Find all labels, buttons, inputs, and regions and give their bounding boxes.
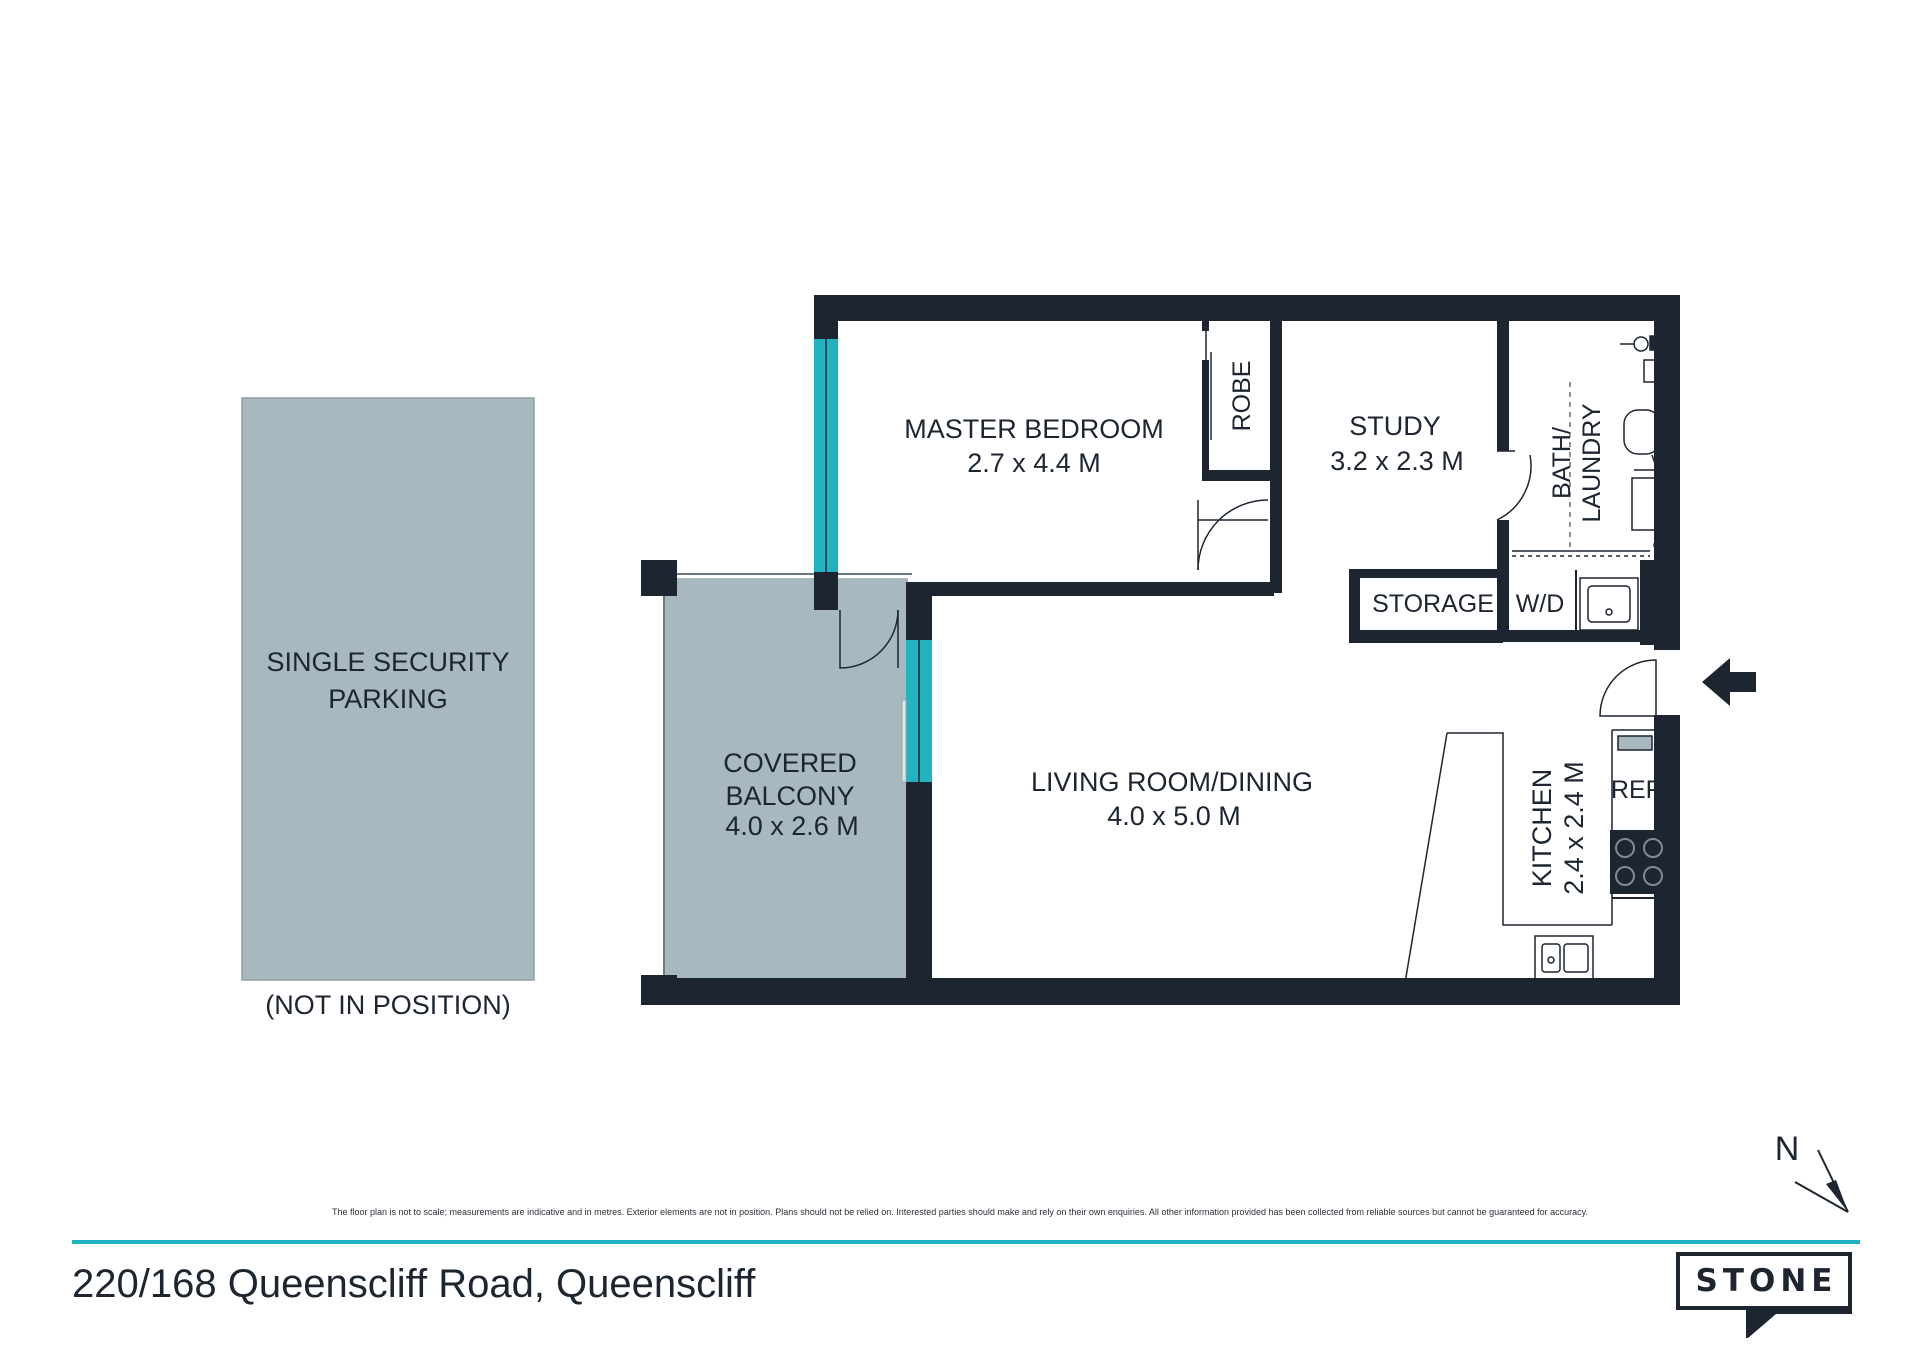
balcony-label-line2: BALCONY — [725, 781, 854, 811]
living-size: 4.0 x 5.0 M — [1107, 801, 1241, 831]
north-arrow-icon — [1794, 1149, 1849, 1213]
cooktop — [1610, 830, 1668, 894]
bath-label-line1: BATH/ — [1548, 427, 1576, 499]
storage-wd-block — [1349, 569, 1503, 643]
living-label: LIVING ROOM/DINING — [1031, 767, 1313, 797]
agency-logo: STONE — [1676, 1252, 1860, 1348]
parking-bay — [241, 397, 535, 981]
balcony-size: 4.0 x 2.6 M — [725, 811, 859, 841]
kitchen-label: KITCHEN — [1527, 769, 1557, 888]
living-window-slider — [901, 699, 907, 783]
walls — [641, 295, 1680, 1005]
laundry-tub — [1579, 577, 1639, 631]
accent-rule — [72, 1240, 1860, 1244]
study-label: STUDY — [1349, 411, 1441, 441]
balcony-label-line1: COVERED — [723, 748, 857, 778]
compass-label: N — [1775, 1130, 1800, 1168]
parking-label-line1: SINGLE SECURITY — [266, 647, 509, 677]
cooktop-burners — [1615, 838, 1663, 886]
logo-text: STONE — [1695, 1263, 1838, 1299]
entry-arrow-icon — [1702, 658, 1756, 706]
storage-label: STORAGE — [1372, 590, 1494, 618]
parking-label-line2: PARKING — [328, 684, 448, 714]
door-swings — [839, 450, 1657, 717]
master-bedroom-label: MASTER BEDROOM — [904, 414, 1164, 444]
kitchen-size: 2.4 x 2.4 M — [1559, 761, 1589, 895]
robe-doors — [1205, 331, 1212, 472]
balcony-floor — [664, 578, 908, 982]
disclaimer: The floor plan is not to scale; measurem… — [331, 1207, 1589, 1217]
bath-label-line2: LAUNDRY — [1578, 403, 1606, 522]
property-address: 220/168 Queenscliff Road, Queenscliff — [72, 1262, 756, 1306]
logo-swoosh-icon — [1746, 1310, 1852, 1338]
study-size: 3.2 x 2.3 M — [1330, 446, 1464, 476]
robe-label: ROBE — [1228, 361, 1256, 432]
master-bedroom-size: 2.7 x 4.4 M — [967, 448, 1101, 478]
fridge-label: REF. — [1611, 776, 1665, 804]
parking-note: (NOT IN POSITION) — [265, 990, 511, 1020]
kitchen-sink — [1534, 935, 1594, 981]
fridge-vent — [1617, 735, 1653, 751]
wd-label: W/D — [1516, 590, 1565, 618]
bath-fixtures — [1512, 335, 1663, 557]
logo-box: STONE — [1676, 1252, 1852, 1310]
